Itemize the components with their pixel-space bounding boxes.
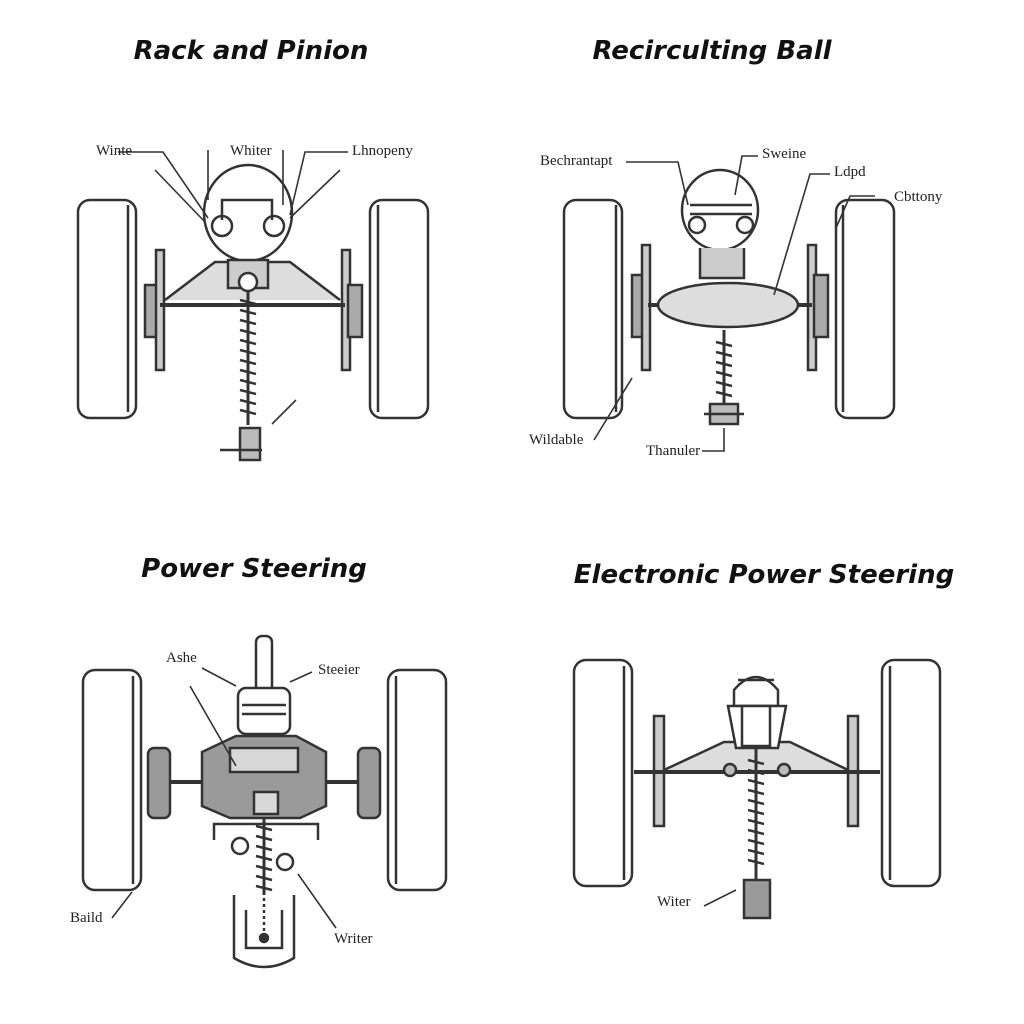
right-wheel bbox=[368, 198, 430, 420]
power-steering-drawing bbox=[81, 634, 448, 969]
label-steeier: Steeier bbox=[318, 662, 360, 678]
label-bechrantapt: Bechrantapt bbox=[540, 153, 613, 169]
panel-title-electronic-power-steering: Electronic Power Steering bbox=[573, 560, 955, 590]
label-wildable: Wildable bbox=[529, 432, 584, 448]
label-witer: Witer bbox=[657, 894, 691, 910]
label-cbttony: Cbttony bbox=[894, 189, 943, 205]
label-thanuler: Thanuler bbox=[646, 443, 701, 459]
recirculating-ball-drawing bbox=[562, 155, 896, 452]
panel-title-power-steering: Power Steering bbox=[141, 554, 367, 584]
label-winte: Winte bbox=[96, 143, 133, 159]
right-wheel bbox=[386, 668, 448, 892]
label-sweine: Sweine bbox=[762, 146, 807, 162]
left-wheel bbox=[562, 198, 624, 420]
panel-title-recirculating-ball: Recirculting Ball bbox=[592, 36, 832, 66]
rack-and-pinion-drawing bbox=[76, 150, 430, 462]
panel-title-rack-and-pinion: Rack and Pinion bbox=[133, 36, 369, 66]
label-ldpd: Ldpd bbox=[834, 164, 866, 180]
label-writer: Writer bbox=[334, 931, 373, 947]
label-baild: Baild bbox=[70, 910, 103, 926]
left-wheel bbox=[76, 198, 138, 420]
label-lhnopeny: Lhnopeny bbox=[352, 143, 413, 159]
electronic-power-steering-drawing bbox=[572, 658, 942, 920]
left-wheel bbox=[572, 658, 634, 888]
label-whiter: Whiter bbox=[230, 143, 272, 159]
right-wheel bbox=[834, 198, 896, 420]
left-wheel bbox=[81, 668, 143, 892]
right-wheel bbox=[880, 658, 942, 888]
label-ashe: Ashe bbox=[166, 650, 197, 666]
